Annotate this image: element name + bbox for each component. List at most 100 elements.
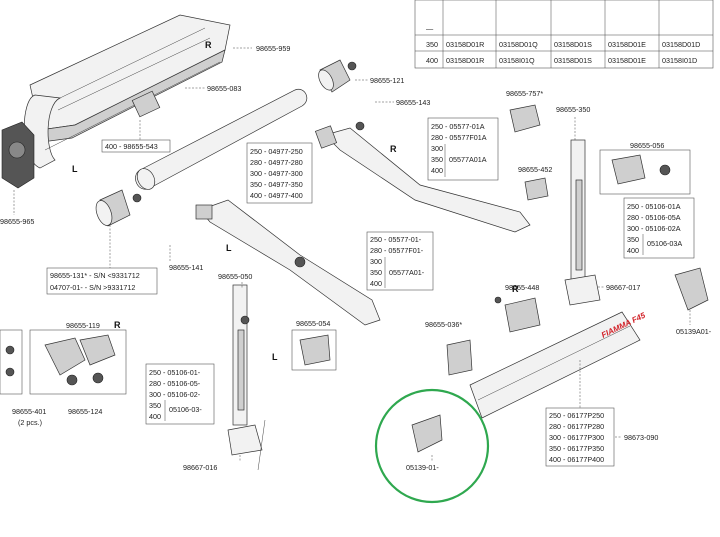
label-05139-01: 05139-01-	[406, 463, 439, 472]
part-448	[494, 296, 541, 333]
side-label-r-leg: R	[512, 284, 519, 294]
arm-l-row: 280 - 05577F01-	[370, 246, 424, 255]
label-98655-143: 98655-143	[396, 98, 430, 107]
table-cell: 400	[426, 56, 438, 65]
table-cell: 03158D01E	[608, 56, 646, 65]
tube-end-plug	[318, 59, 357, 93]
side-label-r-119: R	[114, 320, 121, 330]
winder-plug	[95, 189, 142, 227]
table-cell: 03158D01R	[446, 40, 484, 49]
label-400-98655-543: 400 - 98655-543	[105, 142, 158, 151]
side-label-l-arm: L	[226, 243, 232, 253]
end-cap	[1, 121, 35, 189]
label-98655-124: 98655-124	[68, 407, 102, 416]
table-cell: 350	[426, 40, 438, 49]
label-98655-959: 98655-959	[256, 44, 290, 53]
leg-l-row: 300 - 05106-02-	[149, 390, 201, 399]
label-98673-090: 98673-090	[624, 433, 658, 442]
label-98655-965: 98655-965	[0, 217, 34, 226]
leg-r-row: 300 - 05106-02A	[627, 224, 681, 233]
leg-r-code: 05106-03A	[647, 239, 682, 248]
arm-l-row: 300	[370, 257, 382, 266]
front-row: 400 - 06177P400	[549, 455, 604, 464]
arm-r-row: 250 - 05577-01A	[431, 122, 485, 131]
label-04707-01: 04707-01- - S/N >9331712	[50, 283, 135, 292]
leg-r-row: 250 - 05106-01A	[627, 202, 681, 211]
side-label-r: R	[205, 40, 212, 50]
arm-r-row: 400	[431, 166, 443, 175]
label-98667-016: 98667-016	[183, 463, 217, 472]
arm-r-code: 05577A01A	[449, 155, 487, 164]
table-cell: 03158D01Q	[499, 40, 538, 49]
front-row: 350 - 06177P350	[549, 444, 604, 453]
part-036	[446, 339, 473, 376]
table-cell: 03158D01E	[608, 40, 646, 49]
label-98655-119: 98655-119	[66, 321, 100, 330]
arm-r-row: 350	[431, 155, 443, 164]
end-cap-05139	[411, 414, 443, 453]
table-cell: 03158D01S	[554, 40, 592, 49]
part-757	[509, 104, 541, 133]
label-98655-121: 98655-121	[370, 76, 404, 85]
label-98655-036: 98655-036*	[425, 320, 462, 329]
highlight-circle	[374, 388, 490, 504]
part-056	[599, 149, 691, 195]
label-98655-131: 98655-131* - S/N <9331712	[50, 271, 140, 280]
table-cell: 03158D01D	[662, 40, 700, 49]
arm-r-row: 280 - 05577F01A	[431, 133, 487, 142]
support-leg-right	[564, 139, 601, 306]
leg-l-row: 280 - 05106-05-	[149, 379, 201, 388]
table-cell: 03158I01Q	[499, 56, 535, 65]
label-98655-448: 98655-448	[505, 283, 539, 292]
table-cell: 03158I01D	[662, 56, 697, 65]
support-leg-left	[227, 284, 266, 471]
arm-r-row: 300	[431, 144, 443, 153]
arm-l-code: 05577A01-	[389, 268, 425, 277]
label-98655-350: 98655-350	[556, 105, 590, 114]
arm-right	[314, 121, 531, 233]
bracket-set-119	[0, 329, 127, 395]
tube-size-row: 280 - 04977-280	[250, 158, 303, 167]
tube-size-row: 350 - 04977-350	[250, 180, 303, 189]
label-98655-141: 98655-141	[169, 263, 203, 272]
label-98655-050: 98655-050	[218, 272, 252, 281]
arm-l-row: 350	[370, 268, 382, 277]
label-98655-083: 98655-083	[207, 84, 241, 93]
label-98655-757: 98655-757*	[506, 89, 543, 98]
label-2-pcs: (2 pcs.)	[18, 418, 42, 427]
label-98655-401: 98655-401	[12, 407, 46, 416]
end-cap-139a	[674, 267, 709, 311]
roller-tube	[135, 88, 308, 190]
arm-left	[195, 199, 381, 326]
tube-size-row: 300 - 04977-300	[250, 169, 303, 178]
tube-size-row: 400 - 04977-400	[250, 191, 303, 200]
arm-l-row: 400	[370, 279, 382, 288]
side-label-l: L	[72, 164, 78, 174]
awning-case	[24, 14, 231, 169]
leg-l-row: 350	[149, 401, 161, 410]
label-98655-054: 98655-054	[296, 319, 330, 328]
top-code-table: 350 03158D01R 03158D01Q 03158D01S 03158D…	[414, 0, 714, 69]
part-452	[524, 177, 549, 201]
leg-r-row: 400	[627, 246, 639, 255]
front-row: 280 - 06177P280	[549, 422, 604, 431]
table-cell: 03158D01S	[554, 56, 592, 65]
label-98655-056: 98655-056	[630, 141, 664, 150]
bracket-054	[291, 329, 337, 371]
tube-size-row: 250 - 04977-250	[250, 147, 303, 156]
leg-l-code: 05106-03-	[169, 405, 202, 414]
arm-l-row: 250 - 05577-01-	[370, 235, 422, 244]
label-05139A01: 05139A01-	[676, 327, 712, 336]
leg-l-row: 400	[149, 412, 161, 421]
leg-r-row: 350	[627, 235, 639, 244]
front-profile: FIAMMA F45	[469, 311, 647, 419]
svg-text:—: —	[426, 24, 434, 33]
label-98655-452: 98655-452	[518, 165, 552, 174]
front-row: 300 - 06177P300	[549, 433, 604, 442]
front-row: 250 - 06177P250	[549, 411, 604, 420]
side-label-r-arm: R	[390, 144, 397, 154]
table-cell: 03158D01R	[446, 56, 484, 65]
leg-l-row: 250 - 05106-01-	[149, 368, 201, 377]
label-98667-017: 98667-017	[606, 283, 640, 292]
